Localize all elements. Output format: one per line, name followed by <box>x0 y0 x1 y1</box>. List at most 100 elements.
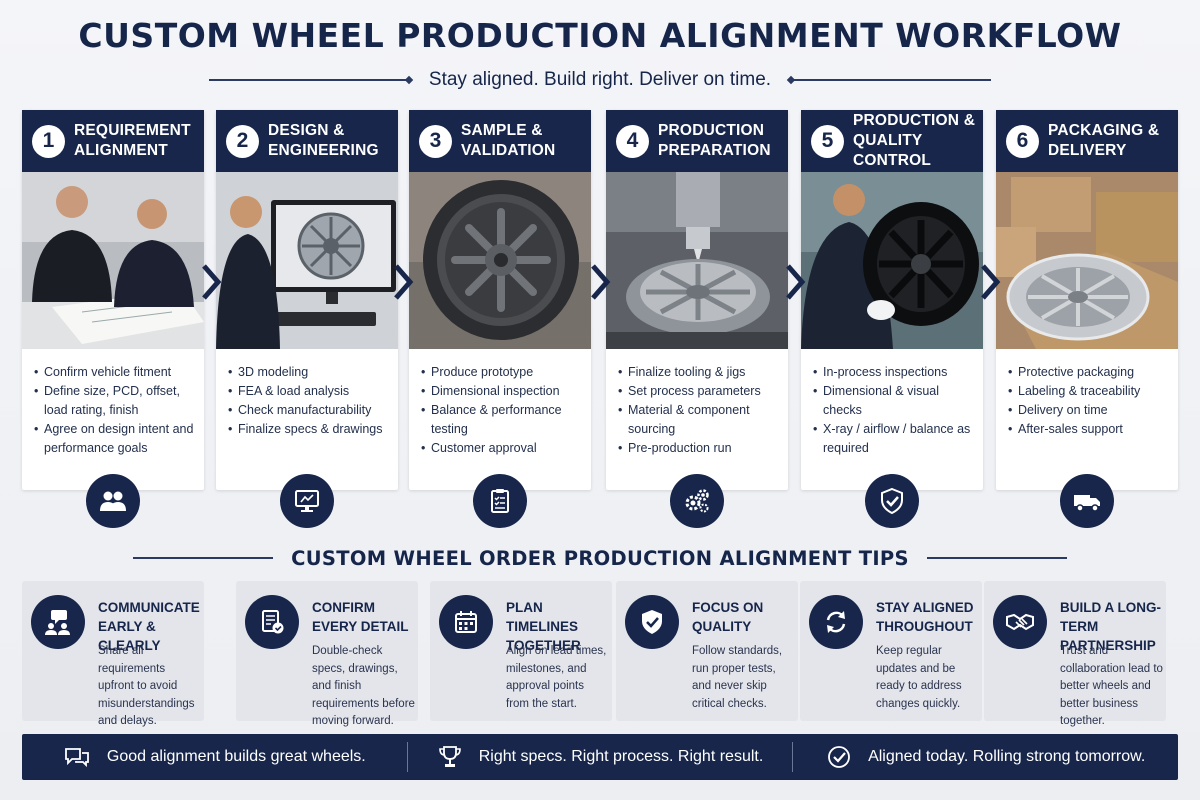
tip-title: PLAN TIMELINES TOGETHER <box>506 600 581 653</box>
tip-card-stay-aligned: STAY ALIGNED THROUGHOUT Keep regular upd… <box>800 581 982 721</box>
chevron-right-icon <box>394 264 414 300</box>
photo-meeting <box>22 172 204 349</box>
step-header: 5 PRODUCTION & QUALITY CONTROL <box>801 110 983 172</box>
step-list: Confirm vehicle fitment Define size, PCD… <box>22 349 204 489</box>
list-item: Confirm vehicle fitment <box>34 363 194 382</box>
step-title-line1: PRODUCTION <box>658 122 765 139</box>
step-title-line1: REQUIREMENT <box>74 122 191 139</box>
step-title-line2: QUALITY CONTROL <box>853 132 932 169</box>
calendar-icon <box>439 595 493 649</box>
step-title-line2: VALIDATION <box>461 142 556 159</box>
list-item: Dimensional & visual checks <box>813 382 973 420</box>
list-item: In-process inspections <box>813 363 973 382</box>
chevron-right-icon <box>591 264 611 300</box>
list-item: Produce prototype <box>421 363 581 382</box>
chevron-right-icon <box>981 264 1001 300</box>
photo-quality-inspection <box>801 172 983 349</box>
step-title-line1: PRODUCTION & <box>853 112 976 129</box>
list-item: FEA & load analysis <box>228 382 388 401</box>
chevron-right-icon <box>202 264 222 300</box>
step-title-line1: SAMPLE & <box>461 122 543 139</box>
list-item: Agree on design intent and performance g… <box>34 420 194 458</box>
step-number: 1 <box>32 124 65 158</box>
step-number: 4 <box>616 124 649 158</box>
monitor-icon <box>280 474 334 528</box>
list-item: After-sales support <box>1008 420 1168 439</box>
list-item: Protective packaging <box>1008 363 1168 382</box>
sync-icon <box>809 595 863 649</box>
tips-divider-right <box>926 557 1067 559</box>
photo-prototype-wheel <box>409 172 591 349</box>
step-list: 3D modeling FEA & load analysis Check ma… <box>216 349 398 489</box>
list-item: Define size, PCD, offset, load rating, f… <box>34 382 194 420</box>
step-title-line1: DESIGN & <box>268 122 345 139</box>
truck-icon <box>1060 474 1114 528</box>
team-icon <box>86 474 140 528</box>
tip-description: Trust and collaboration lead to better w… <box>1060 645 1163 727</box>
step-header: 2 DESIGN & ENGINEERING <box>216 110 398 172</box>
tip-description: Follow standards, run proper tests, and … <box>692 645 783 710</box>
tips-divider-left <box>133 557 274 559</box>
step-list: Produce prototype Dimensional inspection… <box>409 349 591 489</box>
chevron-right-icon <box>786 264 806 300</box>
speech-bubbles-icon <box>65 748 89 768</box>
tip-description: Align on lead times, milestones, and app… <box>506 645 607 710</box>
list-item: Labeling & traceability <box>1008 382 1168 401</box>
trophy-icon <box>438 746 461 767</box>
step-header: 1 REQUIREMENT ALIGNMENT <box>22 110 204 172</box>
chat-people-icon <box>31 595 85 649</box>
tip-title: FOCUS ON QUALITY <box>692 600 764 634</box>
step-card-6: 6 PACKAGING & DELIVERY Protective packag… <box>996 110 1178 528</box>
tip-title: STAY ALIGNED THROUGHOUT <box>876 600 974 634</box>
step-list: In-process inspections Dimensional & vis… <box>801 349 983 489</box>
footer-message-1: Good alignment builds great wheels. <box>22 734 407 780</box>
check-circle-icon <box>828 746 850 768</box>
shield-check-icon <box>865 474 919 528</box>
subtitle-row: Stay aligned. Build right. Deliver on ti… <box>0 66 1200 94</box>
list-item: Customer approval <box>421 439 581 458</box>
list-item: X-ray / airflow / balance as required <box>813 420 973 458</box>
photo-cad-workstation <box>216 172 398 349</box>
tip-title: COMMUNICATE EARLY & CLEARLY <box>98 600 200 653</box>
step-list: Protective packaging Labeling & traceabi… <box>996 349 1178 489</box>
checklist-icon <box>245 595 299 649</box>
tip-description: Double-check specs, drawings, and finish… <box>312 645 415 727</box>
list-item: Material & component sourcing <box>618 401 778 439</box>
tip-card-confirm: CONFIRM EVERY DETAIL Double-check specs,… <box>236 581 418 727</box>
step-title: PRODUCTION PREPARATION <box>658 121 771 161</box>
tip-title: BUILD A LONG-TERM PARTNERSHIP <box>1060 600 1161 653</box>
step-card-2: 2 DESIGN & ENGINEERING 3D modeling FEA &… <box>216 110 398 528</box>
footer-banner: Good alignment builds great wheels. Righ… <box>22 734 1178 780</box>
step-title: DESIGN & ENGINEERING <box>268 121 379 161</box>
step-card-3: 3 SAMPLE & VALIDATION Produce prototype … <box>409 110 591 528</box>
footer-text: Right specs. Right process. Right result… <box>478 748 764 765</box>
step-title-line1: PACKAGING & <box>1048 122 1160 139</box>
step-list: Finalize tooling & jigs Set process para… <box>606 349 788 489</box>
step-title: SAMPLE & VALIDATION <box>461 121 555 161</box>
subtitle-divider-left <box>208 79 409 81</box>
step-title: PACKAGING & DELIVERY <box>1048 121 1159 161</box>
tip-title: CONFIRM EVERY DETAIL <box>312 600 409 634</box>
footer-text: Good alignment builds great wheels. <box>106 748 366 765</box>
step-card-5: 5 PRODUCTION & QUALITY CONTROL In-proces… <box>801 110 983 528</box>
step-header: 3 SAMPLE & VALIDATION <box>409 110 591 172</box>
tips-header-row: CUSTOM WHEEL ORDER PRODUCTION ALIGNMENT … <box>0 543 1200 573</box>
step-title-line2: PREPARATION <box>658 142 771 159</box>
list-item: 3D modeling <box>228 363 388 382</box>
step-title-line2: ENGINEERING <box>268 142 379 159</box>
step-number: 5 <box>811 124 844 158</box>
step-title-line2: ALIGNMENT <box>74 142 168 159</box>
list-item: Finalize tooling & jigs <box>618 363 778 382</box>
tip-card-timelines: PLAN TIMELINES TOGETHER Align on lead ti… <box>430 581 612 721</box>
step-number: 3 <box>419 124 452 158</box>
step-header: 6 PACKAGING & DELIVERY <box>996 110 1178 172</box>
step-number: 2 <box>226 124 259 158</box>
tip-card-quality: FOCUS ON QUALITY Follow standards, run p… <box>616 581 798 721</box>
tips-title: CUSTOM WHEEL ORDER PRODUCTION ALIGNMENT … <box>291 546 909 570</box>
footer-text: Aligned today. Rolling strong tomorrow. <box>868 748 1146 765</box>
photo-cnc-machining <box>606 172 788 349</box>
step-title: REQUIREMENT ALIGNMENT <box>74 121 191 161</box>
photo-packaging <box>996 172 1178 349</box>
tip-description: Share all requirements upfront to avoid … <box>98 645 195 727</box>
tip-card-partnership: BUILD A LONG-TERM PARTNERSHIP Trust and … <box>984 581 1166 727</box>
